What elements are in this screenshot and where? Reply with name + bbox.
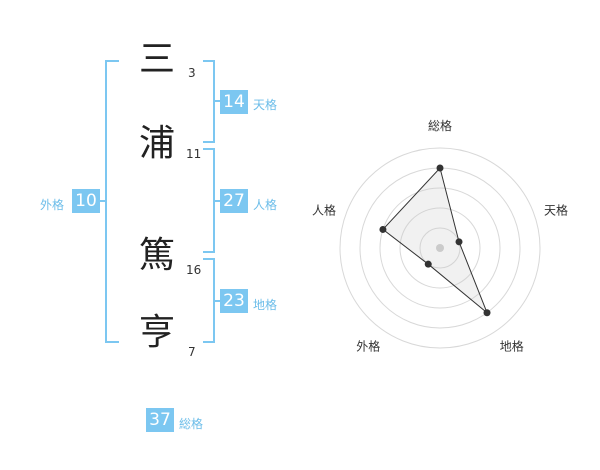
jinkaku-badge: 27 — [220, 189, 248, 213]
tenkaku-badge: 14 — [220, 90, 248, 114]
stroke-count-1: 3 — [188, 66, 196, 80]
stroke-count-3: 16 — [186, 263, 202, 277]
chikaku-label: 地格 — [253, 298, 278, 312]
name-char-3: 篤 — [138, 235, 175, 276]
soukaku-badge: 37 — [146, 408, 174, 432]
stroke-count-2: 11 — [186, 147, 202, 161]
radar-point-1 — [436, 164, 444, 172]
jinkaku-label: 人格 — [253, 198, 278, 212]
name-char-2: 浦 — [138, 123, 175, 164]
radar-center-dot — [436, 244, 444, 252]
radar-axis-label-1: 総格 — [428, 118, 452, 133]
stroke-count-4: 7 — [188, 345, 196, 359]
gaikaku-bracket-tick — [100, 200, 107, 202]
radar-data-polygon — [382, 166, 488, 314]
radar-grid-ring — [399, 207, 481, 289]
name-char-4: 亨 — [138, 312, 175, 353]
tenkaku-label: 天格 — [253, 98, 278, 112]
chikaku-bracket-tick — [213, 300, 220, 302]
radar-grid-ring — [419, 227, 461, 269]
radar-grid-ring — [379, 187, 501, 309]
radar-axis-label-4: 外格 — [356, 339, 380, 354]
tenkaku-bracket-tick — [213, 100, 220, 102]
gaikaku-badge: 10 — [72, 189, 100, 213]
radar-point-5 — [379, 225, 387, 233]
radar-grid-ring — [339, 147, 541, 349]
chikaku-badge: 23 — [220, 289, 248, 313]
radar-axis-label-5: 人格 — [312, 202, 336, 217]
jinkaku-bracket-tick — [213, 200, 220, 202]
radar-axis-label-2: 天格 — [544, 202, 568, 217]
name-char-1: 三 — [138, 39, 175, 80]
radar-point-3 — [483, 309, 491, 317]
radar-point-4 — [424, 260, 432, 268]
gaikaku-label: 外格 — [40, 198, 65, 212]
radar-axis-label-3: 地格 — [500, 339, 524, 354]
radar-point-2 — [455, 238, 463, 246]
soukaku-label: 総格 — [179, 417, 204, 431]
